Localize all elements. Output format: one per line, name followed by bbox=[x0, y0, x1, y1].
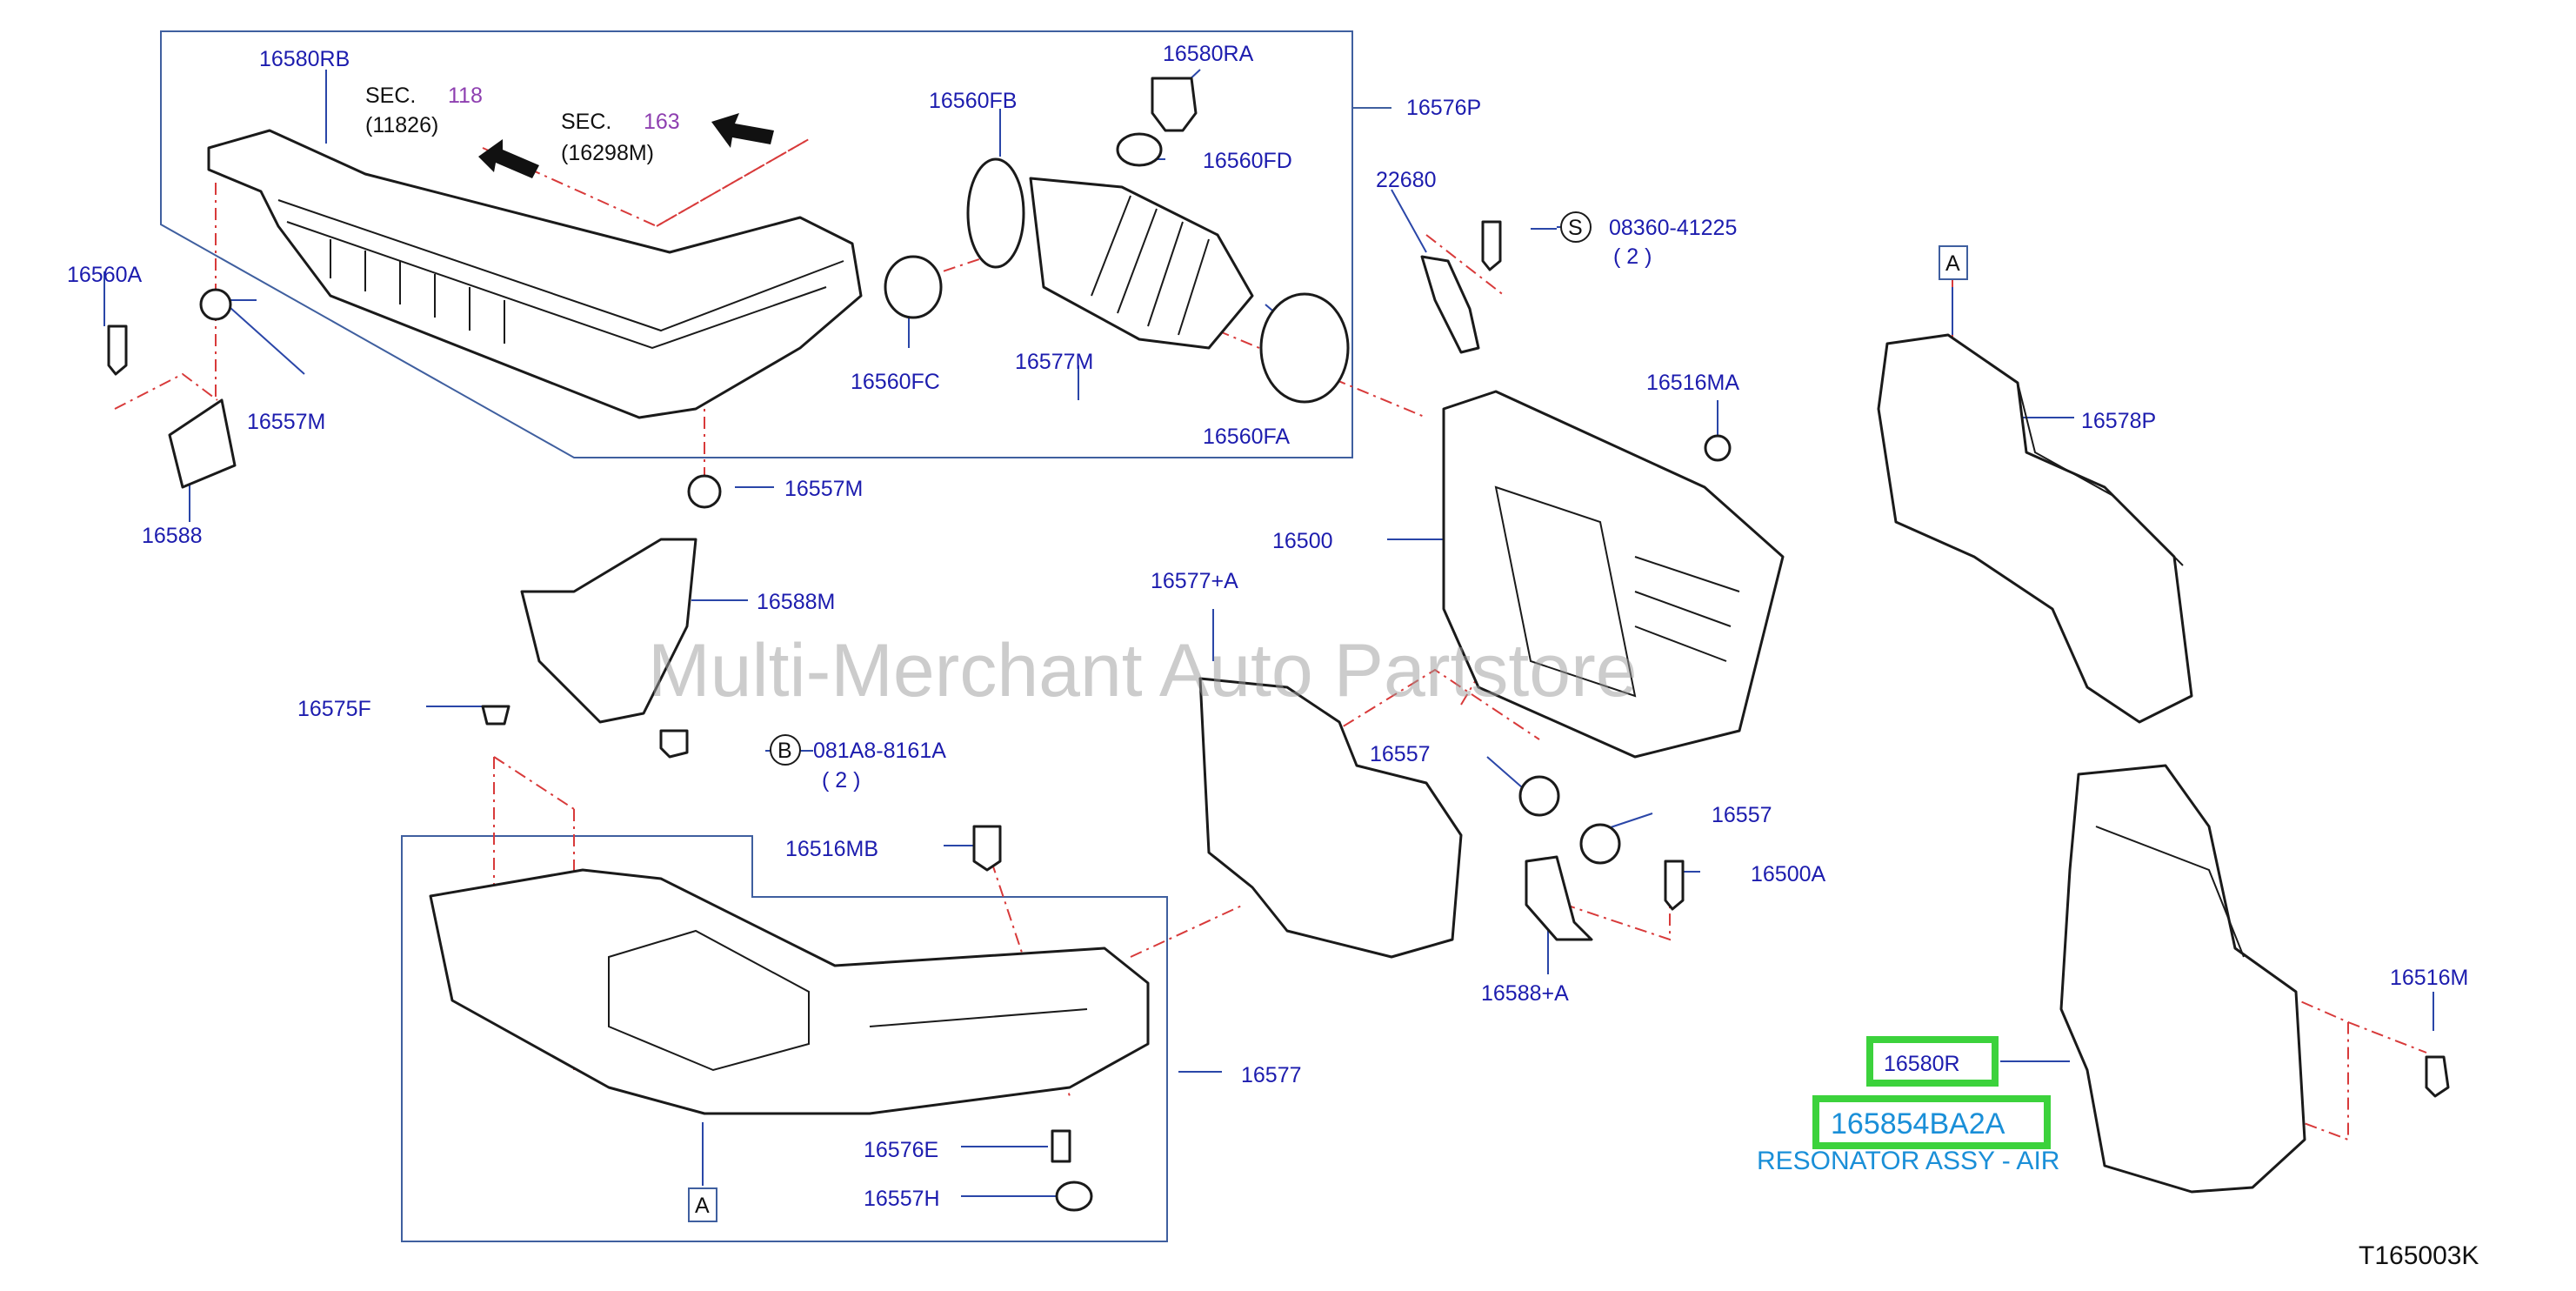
fastener-symbol-b bbox=[770, 734, 801, 766]
bracket-16588A bbox=[1525, 855, 1593, 941]
label-16557M-mid: 16557M bbox=[784, 477, 863, 501]
label-16588: 16588 bbox=[142, 524, 203, 548]
label-16557M-top: 16557M bbox=[247, 410, 325, 434]
grommet-16557-left bbox=[1518, 775, 1560, 817]
diagram-code: T165003K bbox=[2359, 1241, 2479, 1270]
grommet-16557M-mid bbox=[687, 474, 722, 509]
bolt-16560A bbox=[107, 324, 128, 376]
label-16516M: 16516M bbox=[2390, 966, 2468, 990]
grommet-16557M-top bbox=[199, 288, 232, 321]
label-16576P: 16576P bbox=[1406, 96, 1481, 120]
resonator-16580R bbox=[2059, 764, 2306, 1194]
ref-marker-a-bottom: A bbox=[695, 1194, 710, 1218]
label-16516MA: 16516MA bbox=[1646, 371, 1739, 395]
highlight-part-no-box[interactable] bbox=[1866, 1036, 1999, 1087]
label-16557H: 16557H bbox=[864, 1187, 940, 1211]
duct-16577A bbox=[1198, 677, 1463, 959]
resonator-16578P bbox=[1877, 333, 2193, 724]
fastener-symbol-b-letter: B bbox=[777, 739, 792, 763]
clip-16580RA bbox=[1151, 77, 1198, 132]
fastener-qty-b: ( 2 ) bbox=[822, 768, 860, 793]
lower-duct-16577 bbox=[429, 868, 1150, 1115]
bracket-16588M bbox=[520, 538, 697, 724]
bolt-16500A bbox=[1664, 860, 1685, 911]
ref-marker-a-top-box bbox=[1939, 245, 1968, 280]
grommet-16557H bbox=[1055, 1181, 1093, 1212]
label-16578P: 16578P bbox=[2081, 409, 2156, 433]
label-16580RA: 16580RA bbox=[1163, 42, 1254, 66]
resonator-16578P-edge bbox=[2017, 382, 2184, 566]
clamp-16560FD bbox=[1116, 132, 1163, 167]
sec-118-sub: (11826) bbox=[365, 113, 438, 137]
label-16577A: 16577+A bbox=[1151, 569, 1238, 593]
hose-ribs bbox=[1091, 195, 1210, 336]
sec-163-number: 163 bbox=[644, 110, 680, 134]
label-16577M: 16577M bbox=[1015, 350, 1093, 374]
label-16516MB: 16516MB bbox=[785, 837, 878, 861]
label-16580RB: 16580RB bbox=[259, 47, 350, 71]
nut-16516MA bbox=[1704, 434, 1732, 462]
clamp-16560FA bbox=[1259, 292, 1350, 404]
bolt-16516M bbox=[2425, 1055, 2450, 1098]
label-16560FA: 16560FA bbox=[1203, 425, 1290, 449]
label-16557-right: 16557 bbox=[1712, 803, 1772, 827]
label-16557-left: 16557 bbox=[1370, 742, 1431, 766]
hose-16577M bbox=[1029, 177, 1254, 350]
fastener-symbol-s bbox=[1560, 211, 1592, 243]
pin-16576E bbox=[1051, 1129, 1071, 1163]
label-16575F: 16575F bbox=[297, 697, 371, 721]
fastener-code-b: 081A8-8161A bbox=[813, 739, 946, 763]
sec-163-sub: (16298M) bbox=[561, 141, 654, 165]
bolt-08360 bbox=[1481, 220, 1502, 271]
lower-assembly-frame bbox=[401, 835, 1168, 1242]
air-cleaner-box-16500 bbox=[1442, 390, 1785, 759]
ref-marker-a-bottom-box bbox=[688, 1187, 717, 1222]
highlight-oem-no[interactable]: 165854BA2A bbox=[1831, 1107, 2005, 1140]
label-16560A: 16560A bbox=[67, 263, 143, 287]
clip-16575F bbox=[481, 705, 511, 726]
sec-118-label: SEC. bbox=[365, 84, 416, 108]
label-22680: 22680 bbox=[1376, 168, 1437, 192]
label-16560FB: 16560FB bbox=[929, 89, 1017, 113]
fastener-code-s: 08360-41225 bbox=[1609, 216, 1737, 240]
clamp-16560FC bbox=[884, 255, 943, 319]
clamp-16560FB bbox=[966, 157, 1025, 269]
watermark: Multi-Merchant Auto Partstore bbox=[648, 629, 1638, 712]
sec-118-number: 118 bbox=[448, 84, 483, 108]
label-16560FC: 16560FC bbox=[851, 370, 940, 394]
bracket-16588 bbox=[168, 398, 237, 489]
bolt-081A8 bbox=[659, 729, 689, 759]
label-16560FD: 16560FD bbox=[1203, 149, 1292, 173]
label-16500A: 16500A bbox=[1751, 862, 1826, 886]
highlight-part-no[interactable]: 16580R bbox=[1884, 1052, 1960, 1076]
bolt-16516MB bbox=[972, 825, 1002, 872]
fastener-qty-s: ( 2 ) bbox=[1613, 244, 1652, 269]
label-16588M: 16588M bbox=[757, 590, 835, 614]
label-16577: 16577 bbox=[1241, 1063, 1302, 1087]
ref-marker-a-top: A bbox=[1945, 251, 1960, 276]
sec-163-label: SEC. bbox=[561, 110, 611, 134]
grommet-16557-right bbox=[1579, 823, 1621, 865]
fastener-symbol-s-letter: S bbox=[1568, 216, 1583, 240]
upper-assembly-frame bbox=[160, 30, 1391, 458]
label-16588A: 16588+A bbox=[1481, 981, 1569, 1006]
arrow-sec-118 bbox=[478, 139, 539, 178]
label-16500: 16500 bbox=[1272, 529, 1333, 553]
airflow-sensor-22680 bbox=[1420, 255, 1480, 354]
arrow-sec-163 bbox=[711, 113, 774, 148]
highlight-description: RESONATOR ASSY - AIR bbox=[1757, 1147, 2059, 1175]
highlight-oem-box[interactable] bbox=[1812, 1095, 2051, 1149]
label-16576E: 16576E bbox=[864, 1138, 938, 1162]
resonator-16580R-edge bbox=[2095, 826, 2245, 958]
air-duct-16580RB bbox=[207, 129, 863, 419]
